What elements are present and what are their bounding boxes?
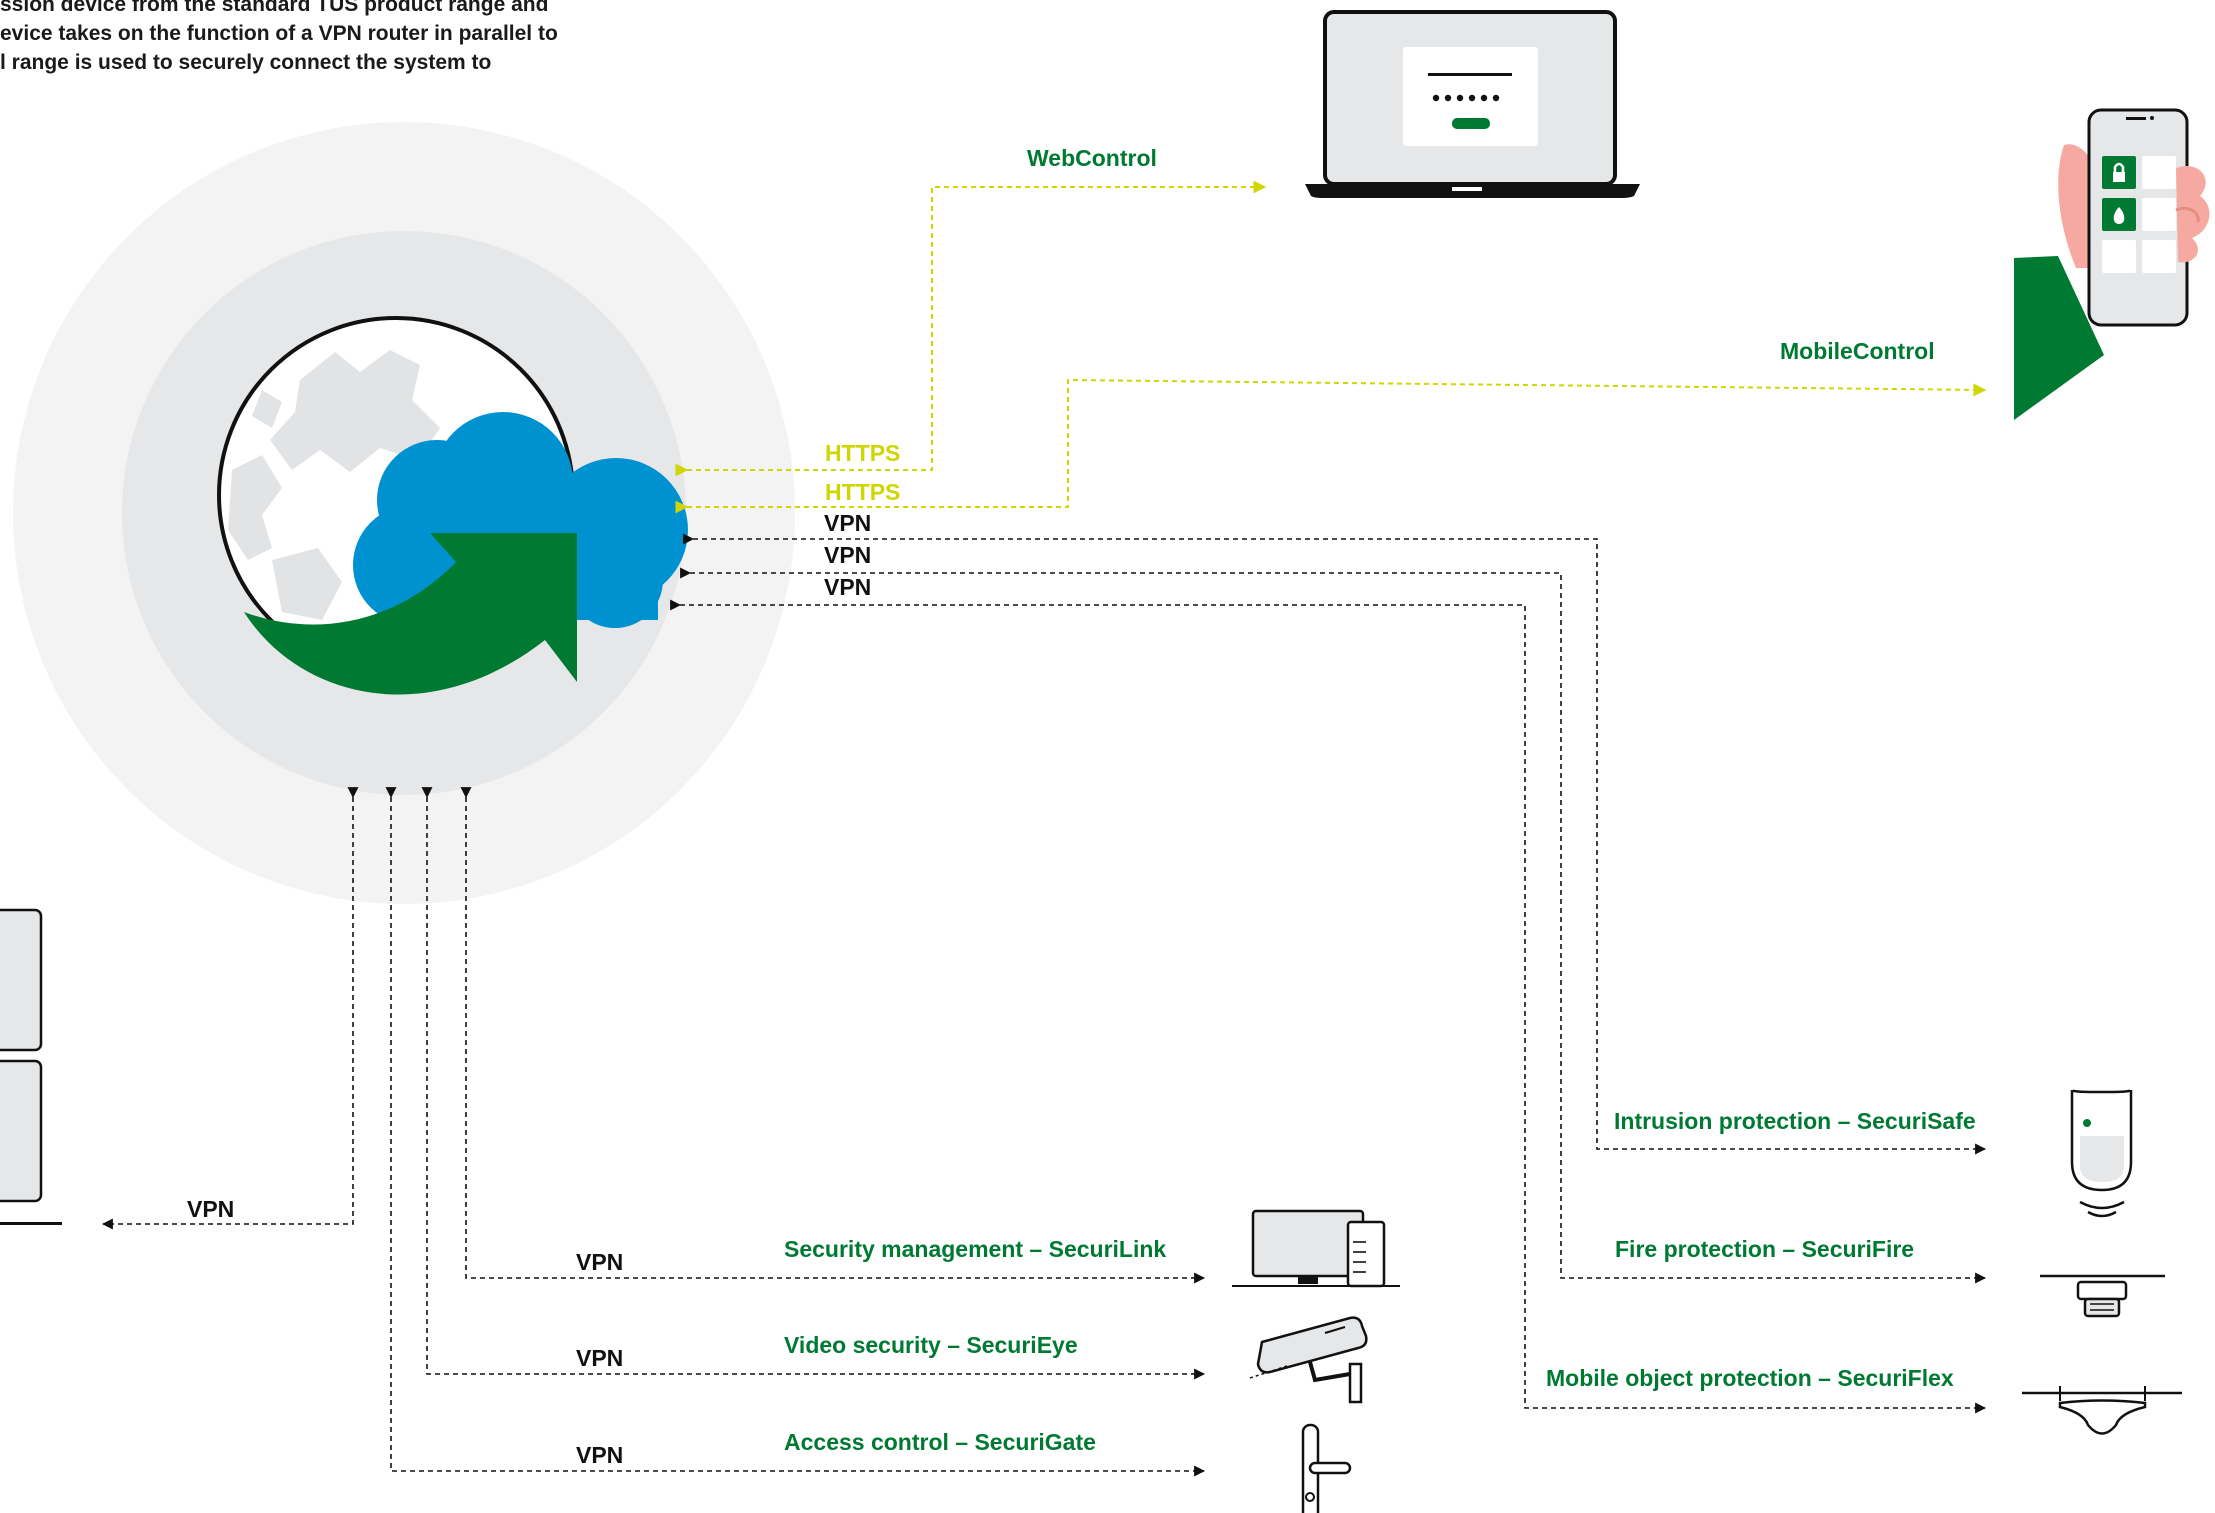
vpn-label-securilink: VPN: [576, 1249, 624, 1275]
https-label-1: HTTPS: [825, 440, 901, 466]
securiflex-label: Mobile object protection – SecuriFlex: [1546, 1365, 1954, 1391]
intro-line-2: evice takes on the function of a VPN rou…: [0, 22, 558, 45]
mobilecontrol-label: MobileControl: [1780, 338, 1935, 364]
intro-paragraph: ssion device from the standard TUS produ…: [0, 0, 620, 77]
vpn-label-2: VPN: [824, 542, 872, 568]
vpn-label-3: VPN: [824, 574, 872, 600]
intro-line-3: l range is used to securely connect the …: [0, 51, 492, 74]
server-rack-icon: [0, 908, 62, 1225]
workstation-icon: [1232, 1209, 1400, 1288]
securiflex-link: [670, 599, 1987, 1414]
securilink-label: Security management – SecuriLink: [784, 1236, 1167, 1262]
motion-detector-icon: [2070, 1088, 2133, 1218]
tracker-device-icon: [2022, 1386, 2182, 1435]
webcontrol-link: [675, 180, 1267, 477]
smoke-detector-icon: [2040, 1274, 2165, 1318]
securigate-link: [385, 787, 1206, 1477]
https-label-2: HTTPS: [825, 479, 901, 505]
securieye-label: Video security – SecuriEye: [784, 1332, 1078, 1358]
vpn-label-securigate: VPN: [576, 1442, 624, 1468]
vpn-label-securieye: VPN: [576, 1345, 624, 1371]
webcontrol-label: WebControl: [1027, 145, 1157, 171]
left-rack-link: [101, 787, 359, 1230]
laptop-icon: [1305, 10, 1640, 198]
securigate-label: Access control – SecuriGate: [784, 1429, 1096, 1455]
securisafe-link: [683, 533, 1987, 1155]
cloud-globe-icon: [217, 316, 688, 695]
intro-line-1: ssion device from the standard TUS produ…: [0, 0, 549, 16]
vpn-label-left: VPN: [187, 1196, 235, 1222]
cctv-camera-icon: [1249, 1316, 1368, 1404]
vpn-label-1: VPN: [824, 510, 872, 536]
smartphone-hand-icon: [2014, 108, 2210, 420]
door-handle-icon: [1301, 1423, 1352, 1513]
securifire-label: Fire protection – SecuriFire: [1615, 1236, 1915, 1262]
securifire-link: [680, 567, 1987, 1284]
securisafe-label: Intrusion protection – SecuriSafe: [1614, 1108, 1976, 1134]
mobilecontrol-link: [675, 378, 1987, 514]
securilink-link: [460, 787, 1206, 1284]
securieye-link: [421, 787, 1206, 1380]
